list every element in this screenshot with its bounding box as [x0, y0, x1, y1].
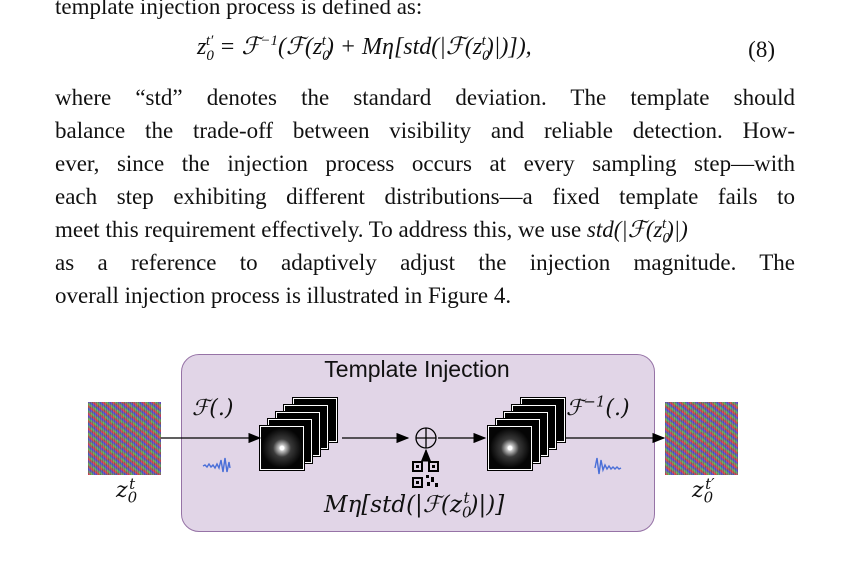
wave-icon-left	[202, 457, 231, 473]
equation-number: (8)	[748, 37, 775, 62]
equation-body: z0t′ = ℱ−1(ℱ(z0t) + Mη[std(|ℱ(z0t)|)]),	[197, 33, 532, 64]
fft-label: ℱ(.)	[192, 396, 234, 421]
figure-connectors	[161, 427, 666, 488]
text-line: overall injection process is illustrated…	[55, 283, 512, 308]
output-latent-label: z0t′	[692, 474, 715, 507]
text-line: each step exhibiting different distribut…	[55, 184, 795, 209]
equation-8: z0t′ = ℱ−1(ℱ(z0t) + Mη[std(|ℱ(z0t)|)]), …	[55, 23, 795, 81]
text-line: template injection process is defined as…	[55, 0, 423, 19]
input-latent-image	[88, 402, 161, 475]
text-line: as a reference to adaptively adjust the …	[55, 250, 795, 275]
add-icon	[415, 427, 437, 449]
text-line: balance the trade-off between visibility…	[55, 118, 795, 143]
text-line: where “std” denotes the standard deviati…	[55, 85, 795, 110]
ifft-label: ℱ−1(.)	[566, 392, 630, 421]
wave-icon-right	[594, 457, 622, 475]
figure-title: Template Injection	[324, 356, 510, 382]
text-line: ever, since the injection process occurs…	[55, 151, 795, 176]
paper-paragraph: template injection process is defined as…	[55, 0, 795, 312]
figure-template-injection: Template Injection z0t z0t′ ℱ(.) ℱ−1(.)	[80, 350, 760, 540]
qr-code-icon	[412, 461, 439, 488]
template-magnitude-expression: Mη[std(|ℱ(z0t)|)]	[324, 489, 505, 522]
text-line: meet this requirement effectively. To ad…	[55, 216, 688, 247]
input-latent-label: z0t	[116, 474, 138, 507]
output-latent-image	[665, 402, 738, 475]
